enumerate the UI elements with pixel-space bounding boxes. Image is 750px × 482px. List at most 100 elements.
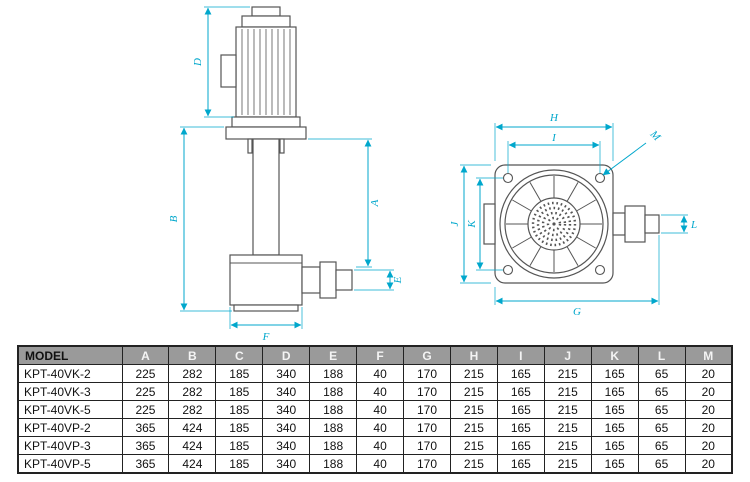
dim-label-D: D <box>192 58 204 67</box>
value-cell: 65 <box>637 364 686 383</box>
value-cell: 340 <box>262 382 311 401</box>
dimension-F: F <box>229 307 303 343</box>
value-cell: 424 <box>168 454 217 474</box>
value-cell: 215 <box>543 400 592 419</box>
value-cell: 170 <box>403 418 451 437</box>
value-cell: 340 <box>262 418 311 437</box>
value-cell: 188 <box>309 400 358 419</box>
dimension-B: B <box>168 126 232 312</box>
dimension-A: A <box>308 138 381 268</box>
header-dim-J: J <box>543 345 592 365</box>
dimension-M: M <box>602 128 663 176</box>
corner-bolt-hole <box>594 172 606 184</box>
value-cell: 40 <box>356 418 405 437</box>
pump-top-view-drawing: H I M J K <box>450 112 697 318</box>
value-cell: 165 <box>496 454 545 474</box>
value-cell: 215 <box>543 436 592 455</box>
value-cell: 65 <box>637 436 686 455</box>
value-cell: 215 <box>543 364 592 383</box>
dim-label-J: J <box>450 220 461 226</box>
value-cell: 424 <box>168 418 217 437</box>
value-cell: 170 <box>403 382 451 401</box>
value-cell: 340 <box>262 454 311 474</box>
value-cell: 165 <box>590 364 639 383</box>
model-cell: KPT-40VP-5 <box>17 454 123 474</box>
value-cell: 188 <box>309 418 358 437</box>
header-dim-D: D <box>262 345 311 365</box>
value-cell: 20 <box>684 364 733 383</box>
value-cell: 20 <box>684 382 733 401</box>
value-cell: 340 <box>262 400 311 419</box>
value-cell: 188 <box>309 454 358 474</box>
value-cell: 20 <box>684 436 733 455</box>
value-cell: 185 <box>215 400 264 419</box>
header-dim-A: A <box>121 345 170 365</box>
dimension-H: H <box>494 112 614 161</box>
dim-label-K: K <box>466 220 478 229</box>
discharge-assembly-top <box>612 205 660 243</box>
column-pipe <box>252 138 280 256</box>
dimension-L: L <box>661 214 697 234</box>
value-cell: 165 <box>496 418 545 437</box>
value-cell: 40 <box>356 364 405 383</box>
value-cell: 340 <box>262 364 311 383</box>
discharge-assembly <box>301 261 353 299</box>
value-cell: 165 <box>496 364 545 383</box>
value-cell: 188 <box>309 364 358 383</box>
terminal-box <box>220 54 237 88</box>
pump-side-view-drawing: D B A E F <box>168 6 404 343</box>
value-cell: 424 <box>168 436 217 455</box>
header-dim-L: L <box>637 345 686 365</box>
corner-bolt-hole <box>594 264 606 276</box>
header-dim-C: C <box>215 345 264 365</box>
dimension-K: K <box>466 177 503 271</box>
header-dim-B: B <box>168 345 217 365</box>
value-cell: 215 <box>449 436 498 455</box>
value-cell: 282 <box>168 400 217 419</box>
value-cell: 165 <box>590 454 639 474</box>
corner-bolt-hole <box>502 172 514 184</box>
dimension-G: G <box>494 235 660 318</box>
header-model: MODEL <box>17 345 123 365</box>
value-cell: 165 <box>590 382 639 401</box>
value-cell: 215 <box>543 418 592 437</box>
dim-label-I: I <box>551 132 557 144</box>
pump-column-assembly <box>225 116 307 312</box>
header-dim-F: F <box>356 345 405 365</box>
value-cell: 185 <box>215 418 264 437</box>
corner-bolt-hole <box>502 264 514 276</box>
value-cell: 165 <box>496 382 545 401</box>
header-dim-M: M <box>684 345 733 365</box>
value-cell: 20 <box>684 400 733 419</box>
value-cell: 188 <box>309 436 358 455</box>
value-cell: 65 <box>637 418 686 437</box>
value-cell: 340 <box>262 436 311 455</box>
value-cell: 282 <box>168 382 217 401</box>
dimension-E: E <box>354 269 404 291</box>
model-cell: KPT-40VP-3 <box>17 436 123 455</box>
value-cell: 225 <box>121 400 170 419</box>
value-cell: 65 <box>637 382 686 401</box>
value-cell: 215 <box>543 382 592 401</box>
dim-label-H: H <box>549 112 559 124</box>
dimension-J: J <box>450 164 491 284</box>
value-cell: 225 <box>121 382 170 401</box>
value-cell: 215 <box>449 364 498 383</box>
value-cell: 170 <box>403 400 451 419</box>
header-dim-G: G <box>403 345 451 365</box>
dimension-I: I <box>507 132 601 173</box>
dim-label-L: L <box>690 219 697 231</box>
header-dim-H: H <box>449 345 498 365</box>
motor-assembly <box>220 6 297 118</box>
value-cell: 185 <box>215 436 264 455</box>
dim-label-A: A <box>369 199 381 207</box>
value-cell: 165 <box>590 400 639 419</box>
model-cell: KPT-40VP-2 <box>17 418 123 437</box>
